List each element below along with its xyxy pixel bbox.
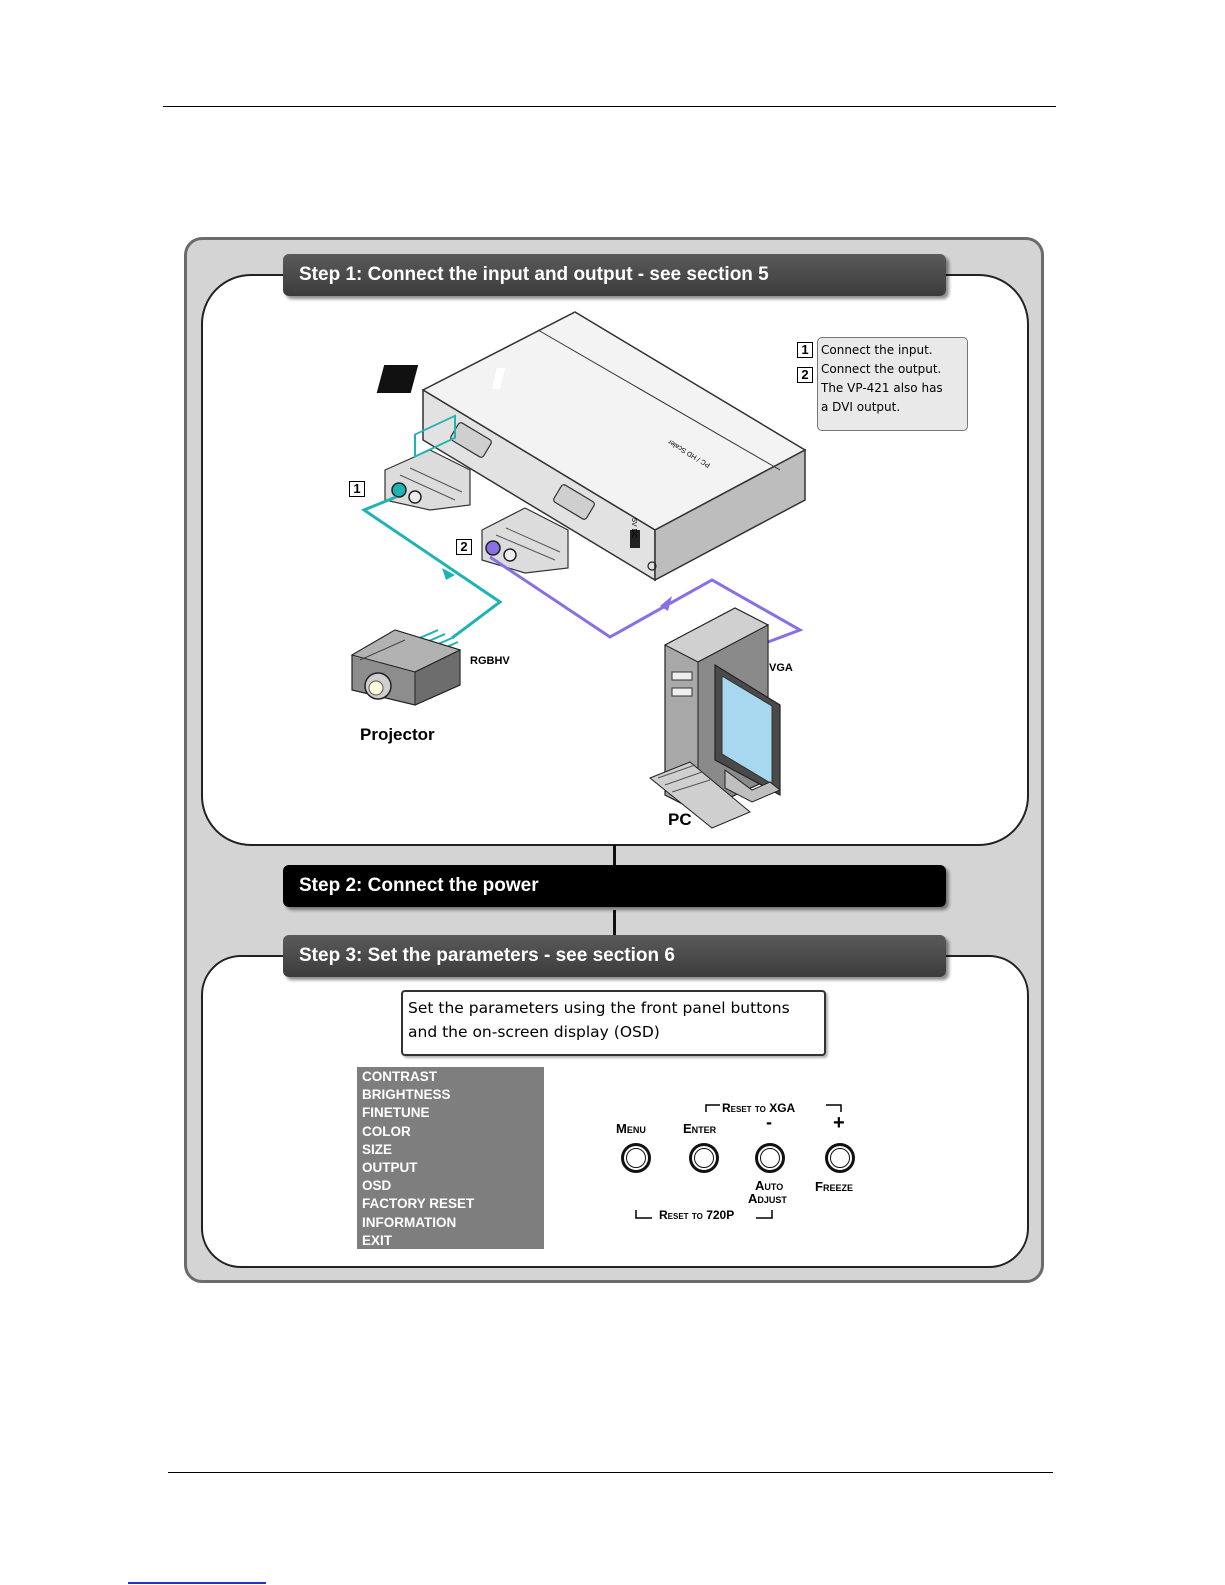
callout-tag-1: 1 bbox=[797, 342, 813, 358]
output-cable-arrow bbox=[660, 596, 672, 611]
callout-tag-2: 2 bbox=[797, 367, 813, 383]
callout-line-3: The VP-421 also has bbox=[821, 381, 943, 395]
osd-menu-item: FACTORY RESET bbox=[362, 1196, 475, 1212]
enter-button-label: Enter bbox=[683, 1121, 717, 1136]
scaler-device: PC / HD Scaler 5V DC bbox=[376, 311, 807, 582]
osd-menu-item: CONTRAST bbox=[362, 1069, 437, 1084]
step-connector-1 bbox=[613, 845, 616, 865]
plus-button-label: + bbox=[833, 1112, 845, 1134]
callout-line-2: Connect the output. bbox=[821, 362, 942, 376]
connection-callout: Connect the input. Connect the output. T… bbox=[817, 337, 968, 431]
reset-to-xga-label: Reset to XGA bbox=[722, 1101, 796, 1115]
osd-menu-item: OUTPUT bbox=[362, 1159, 418, 1175]
input-step-tag: 1 bbox=[349, 481, 365, 497]
minus-button-label: - bbox=[766, 1112, 772, 1132]
input-connector bbox=[384, 449, 471, 511]
reset-to-720p-label: Reset to 720P bbox=[659, 1208, 735, 1222]
auto-label: Auto bbox=[755, 1178, 784, 1193]
step1-banner: Step 1: Connect the input and output - s… bbox=[283, 254, 946, 296]
projector-label: Projector bbox=[360, 725, 435, 744]
callout-line-1: Connect the input. bbox=[821, 343, 933, 357]
minus-button[interactable] bbox=[755, 1143, 785, 1173]
osd-menu-item: INFORMATION bbox=[362, 1214, 457, 1230]
menu-button-label: Menu bbox=[616, 1121, 646, 1136]
projector-illustration bbox=[350, 629, 462, 706]
step-connector-2 bbox=[613, 910, 616, 936]
output-cable bbox=[489, 555, 804, 644]
step2-banner: Step 2: Connect the power bbox=[283, 865, 946, 907]
osd-menu-item: FINETUNE bbox=[362, 1105, 430, 1121]
enter-button[interactable] bbox=[689, 1143, 719, 1173]
input-cable bbox=[360, 495, 503, 640]
osd-menu: CONTRAST BRIGHTNESS FINETUNE COLOR SIZE … bbox=[357, 1067, 544, 1249]
osd-menu-item: OSD bbox=[362, 1178, 392, 1194]
footer-link-underline[interactable] bbox=[128, 1582, 266, 1584]
osd-menu-item: SIZE bbox=[362, 1141, 393, 1157]
output-step-tag: 2 bbox=[456, 539, 472, 555]
pc-illustration bbox=[649, 607, 781, 829]
vga-label: VGA bbox=[769, 662, 793, 674]
osd-menu-item: BRIGHTNESS bbox=[362, 1087, 451, 1103]
parameters-note-line-1: Set the parameters using the front panel… bbox=[408, 999, 790, 1017]
adjust-label: Adjust bbox=[748, 1191, 787, 1206]
callout-line-4: a DVI output. bbox=[821, 400, 901, 414]
header-rule bbox=[163, 106, 1056, 107]
parameters-note: Set the parameters using the front panel… bbox=[401, 990, 826, 1056]
step3-banner: Step 3: Set the parameters - see section… bbox=[283, 935, 946, 977]
power-port-label: 5V DC bbox=[630, 518, 637, 539]
plus-button[interactable] bbox=[825, 1143, 855, 1173]
parameters-note-line-2: and the on-screen display (OSD) bbox=[408, 1023, 660, 1041]
rgbhv-label: RGBHV bbox=[470, 655, 510, 667]
freeze-label: Freeze bbox=[815, 1179, 853, 1194]
footer-rule bbox=[168, 1472, 1053, 1473]
input-cable-arrow bbox=[442, 568, 455, 580]
output-connector bbox=[481, 507, 569, 574]
menu-button[interactable] bbox=[621, 1143, 651, 1173]
pc-label: PC bbox=[668, 810, 692, 829]
kramer-logo bbox=[376, 365, 505, 393]
osd-menu-item: EXIT bbox=[362, 1232, 393, 1248]
osd-menu-item: COLOR bbox=[362, 1123, 411, 1139]
